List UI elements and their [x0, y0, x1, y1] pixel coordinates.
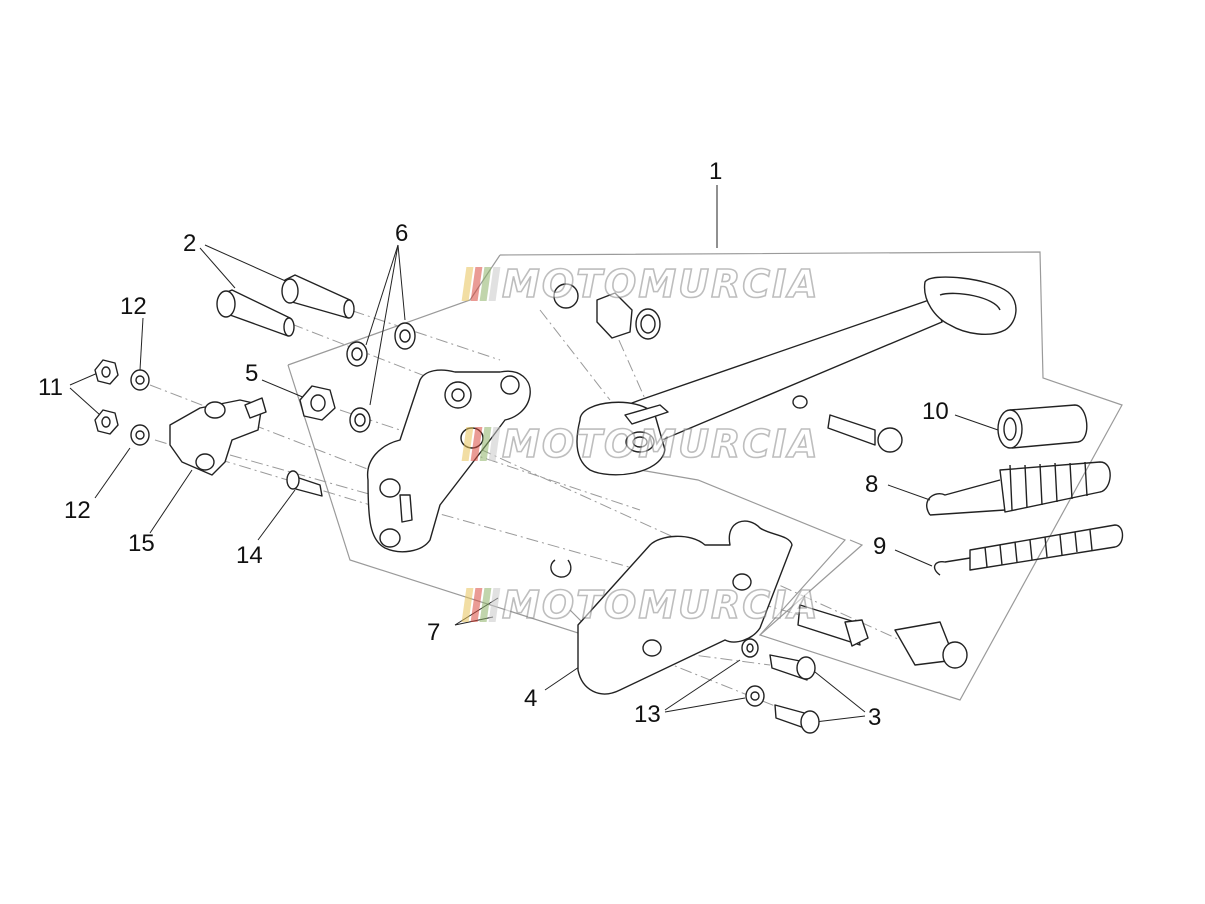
leader-line: [149, 469, 193, 534]
callout-6: 6: [395, 220, 409, 247]
watermark-stripes: [461, 427, 501, 461]
watermark-text: MOTOMURCIA: [501, 583, 820, 627]
watermark-stripes: [461, 267, 501, 301]
bushing-top: [553, 283, 661, 340]
leader-line: [814, 715, 866, 723]
pivot-bolt: [797, 604, 869, 647]
callout-10: 10: [922, 398, 949, 425]
pin-14: [286, 470, 323, 497]
leader-line: [664, 659, 741, 711]
screw-3b: [774, 704, 820, 734]
callout-12-top: 12: [120, 293, 147, 320]
washer-6a: [346, 341, 368, 367]
callout-9: 9: [873, 533, 887, 560]
leader-line: [397, 244, 406, 321]
guide-line: [289, 289, 501, 361]
washer-12a: [130, 369, 150, 391]
callout-1: 1: [709, 158, 723, 185]
guide-line: [654, 649, 771, 666]
stud-bolt: [827, 414, 903, 453]
callout-14: 14: [236, 542, 263, 569]
leader-line: [69, 371, 101, 386]
spring-9: [933, 524, 1124, 576]
guide-line: [229, 299, 431, 379]
leader-line: [257, 489, 296, 541]
mounting-bracket: [366, 369, 531, 553]
watermark-text: MOTOMURCIA: [501, 422, 820, 466]
pivot-stud: [894, 621, 968, 669]
watermark-logo: MOTOMURCIA: [461, 422, 820, 466]
leader-line: [894, 549, 933, 567]
leader-line: [887, 484, 931, 501]
washer-13b: [745, 685, 765, 707]
guide-line: [149, 384, 371, 471]
leader-line: [365, 244, 399, 346]
watermark-logo: MOTOMURCIA: [461, 583, 820, 627]
nut-11b: [94, 409, 119, 435]
cover-plate: [577, 520, 793, 695]
guide-line: [539, 309, 611, 401]
callout-5: 5: [245, 360, 259, 387]
bolt-lower: [216, 289, 295, 337]
washer-6b: [394, 322, 416, 350]
screw-3a: [769, 654, 816, 681]
clip-7: [550, 559, 572, 578]
spring-8: [926, 461, 1111, 516]
leader-line: [69, 387, 101, 416]
leader-line: [809, 667, 866, 713]
callout-13: 13: [634, 701, 661, 728]
sleeve-10: [997, 404, 1088, 449]
group-outline-plate: [639, 469, 847, 636]
callout-15: 15: [128, 530, 155, 557]
leader-line: [94, 447, 131, 499]
callout-12-bottom: 12: [64, 497, 91, 524]
callout-11: 11: [38, 374, 63, 401]
leader-line: [139, 317, 144, 371]
group-outline-1: [499, 251, 1123, 701]
watermark-text: MOTOMURCIA: [501, 262, 820, 306]
leader-line: [261, 379, 306, 399]
leader-line: [369, 244, 399, 406]
side-stand: [576, 276, 1017, 476]
callout-2: 2: [183, 230, 197, 257]
stand-switch: [169, 397, 267, 476]
washer-6c: [349, 407, 371, 433]
guide-line: [459, 439, 901, 641]
callout-4: 4: [524, 685, 538, 712]
nut-5: [299, 385, 336, 421]
callout-7: 7: [427, 619, 441, 646]
washer-13a: [741, 638, 759, 658]
washer-12b: [130, 424, 150, 446]
watermark-stripes: [461, 588, 501, 622]
callout-8: 8: [865, 471, 879, 498]
leader-line: [544, 664, 583, 691]
leader-line: [664, 697, 746, 713]
leader-line: [204, 244, 291, 284]
watermark-logo: MOTOMURCIA: [461, 262, 820, 306]
leader-line: [954, 414, 999, 431]
callout-3: 3: [868, 704, 882, 731]
nut-11a: [94, 359, 119, 385]
bolt-upper: [281, 274, 355, 319]
leader-line: [199, 247, 236, 289]
